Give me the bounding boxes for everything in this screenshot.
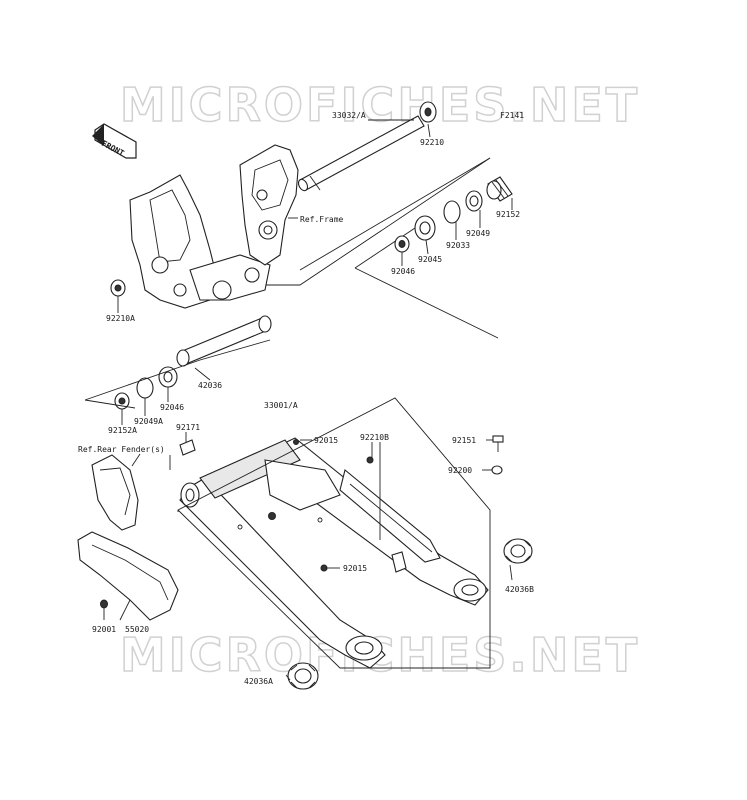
label-92151: 92151 [452, 436, 476, 445]
label-42036B: 42036B [505, 585, 534, 594]
label-92015-mid: 92015 [343, 564, 367, 573]
rear-fender-piece [91, 454, 139, 531]
bearing-stack-right [394, 176, 513, 253]
label-92045: 92045 [418, 255, 442, 264]
bearing-stack-left [84, 315, 272, 410]
label-92210: 92210 [420, 138, 444, 147]
label-92049: 92049 [466, 229, 490, 238]
group-box-swingarm [177, 397, 491, 669]
clip-92171 [179, 439, 196, 456]
label-92046-left: 92046 [160, 403, 184, 412]
label-92015-top: 92015 [314, 436, 338, 445]
label-diagram-code: F2141 [500, 111, 524, 120]
label-92046-right: 92046 [391, 267, 415, 276]
pivot-shaft [297, 101, 437, 192]
label-92210B: 92210B [360, 433, 389, 442]
group-line-right-diagonal [354, 267, 499, 339]
label-42036A: 42036A [244, 677, 273, 686]
label-92171: 92171 [176, 423, 200, 432]
label-92152A: 92152A [108, 426, 137, 435]
frame-bracket-left [129, 174, 271, 309]
label-92200: 92200 [448, 466, 472, 475]
group-line-upper-2 [299, 157, 491, 271]
leader-lines [103, 119, 513, 681]
frame-bracket-center [239, 144, 299, 266]
nut-92210A [110, 279, 126, 297]
label-33032A: 33032/A [332, 111, 366, 120]
chain-guard-55020 [77, 531, 179, 621]
label-33001A: 33001/A [264, 401, 298, 410]
bushing-42036A [287, 662, 319, 690]
label-ref-rear-fender: Ref.Rear Fender(s) [78, 445, 165, 454]
bushing-42036B [503, 538, 533, 564]
washer-92200 [491, 465, 503, 475]
label-92152: 92152 [496, 210, 520, 219]
label-55020: 55020 [125, 625, 149, 634]
label-92210A: 92210A [106, 314, 135, 323]
swingarm-33001A [179, 437, 489, 669]
label-42036: 42036 [198, 381, 222, 390]
label-ref-frame: Ref.Frame [300, 215, 344, 224]
label-92001: 92001 [92, 625, 116, 634]
label-92049A: 92049A [134, 417, 163, 426]
bolt-92151 [492, 435, 504, 452]
front-arrow-icon: FRONT [92, 123, 137, 159]
label-92033: 92033 [446, 241, 470, 250]
